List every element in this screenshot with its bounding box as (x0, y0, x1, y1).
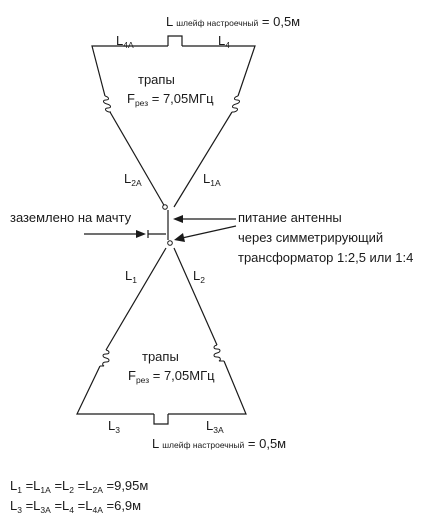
label-l4a: L4A (116, 33, 134, 50)
trap-coil-bottom-right (213, 344, 224, 362)
ground-label: заземлено на мачту (10, 210, 132, 225)
trap-coil-top-right (232, 95, 240, 113)
trap-bottom-frequency: Fрез = 7,05МГц (128, 368, 215, 385)
top-wire-left (91, 45, 168, 97)
label-l4: L4 (218, 33, 230, 50)
label-l1a: L1A (203, 171, 221, 188)
feed-label-line1: питание антенны (238, 210, 342, 225)
trap-top-frequency: Fрез = 7,05МГц (127, 91, 214, 108)
trap-coil-bottom-left (100, 349, 110, 367)
label-l3: L3 (108, 418, 120, 435)
formula-line-1: L1 =L1A =L2 =L2A =9,95м (10, 478, 148, 496)
feed-arrow-upper (173, 215, 236, 223)
trap-coil-top-left (103, 95, 111, 113)
label-l2a: L2A (124, 171, 142, 188)
top-wire-right-lower (173, 111, 233, 208)
label-l3a: L3A (206, 418, 224, 435)
bottom-wire-left-upper (105, 247, 167, 351)
trap-top-title: трапы (138, 72, 175, 87)
trap-bottom-title: трапы (142, 349, 179, 364)
label-l2: L2 (193, 268, 205, 285)
feed-label-line3: трансформатор 1:2,5 или 1:4 (238, 250, 413, 265)
top-wire-right (182, 45, 256, 97)
feed-terminal-top (162, 204, 168, 210)
top-wire-left-lower (109, 111, 166, 208)
formula-line-2: L3 =L3A =L4 =L4A =6,9м (10, 498, 141, 516)
bottom-wire-right (168, 360, 247, 415)
top-stub (167, 35, 183, 46)
feed-terminal-bottom (167, 240, 173, 246)
bottom-wire-left (76, 365, 154, 415)
feed-arrow-lower (174, 225, 237, 242)
ground-arrow (84, 230, 146, 238)
label-l1: L1 (125, 268, 137, 285)
feed-label-line2: через симметрирующий (238, 230, 383, 245)
bottom-stub (153, 414, 169, 425)
bottom-wire-right-upper (173, 247, 218, 346)
